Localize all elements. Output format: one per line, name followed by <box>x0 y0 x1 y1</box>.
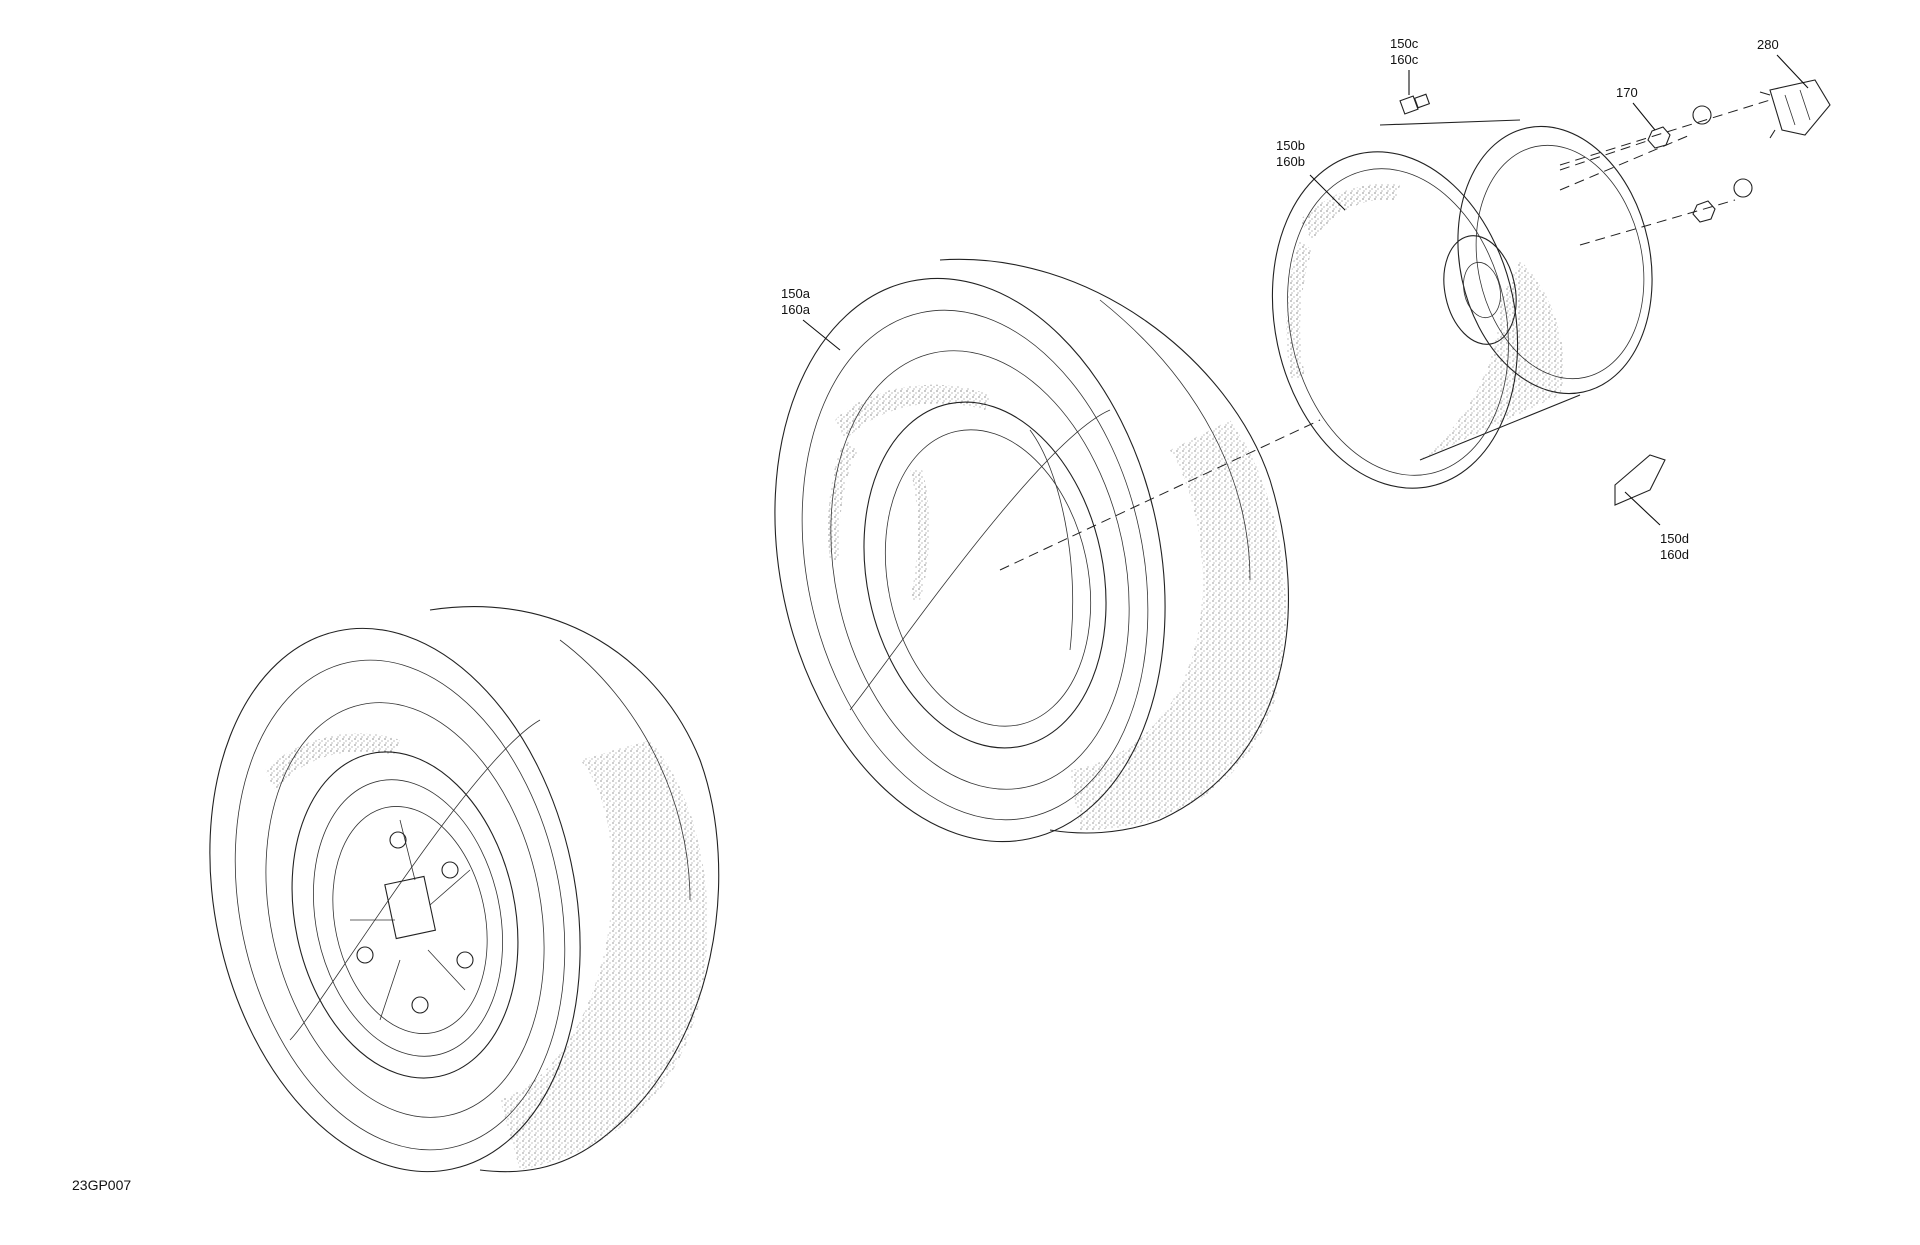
nuts-170 <box>1647 105 1753 223</box>
callout-150a: 150a 160a <box>781 286 814 317</box>
rim-barrel-shading <box>1420 260 1564 460</box>
callout-170: 170 <box>1616 85 1638 100</box>
assembly-axes <box>999 99 1771 571</box>
figure-code: 23GP007 <box>72 1177 131 1193</box>
callout-150d: 150d 160d <box>1660 531 1693 562</box>
tire-tread-shading <box>500 740 708 1170</box>
rim-150b <box>1271 119 1653 489</box>
tire-tread-shading <box>1070 420 1286 830</box>
leader-lines <box>802 54 1809 526</box>
callout-150c: 150c 160c <box>1390 36 1422 67</box>
lug-nuts <box>356 831 474 1014</box>
rim-spokes <box>350 819 471 1021</box>
callout-150b: 150b 160b <box>1276 138 1309 169</box>
valve-150c <box>1399 93 1431 115</box>
center-cap-280 <box>1759 79 1831 139</box>
callout-280: 280 <box>1757 37 1779 52</box>
assembled-wheel <box>209 606 720 1173</box>
weight-150d <box>1614 454 1666 506</box>
tire-150a <box>774 258 1289 843</box>
